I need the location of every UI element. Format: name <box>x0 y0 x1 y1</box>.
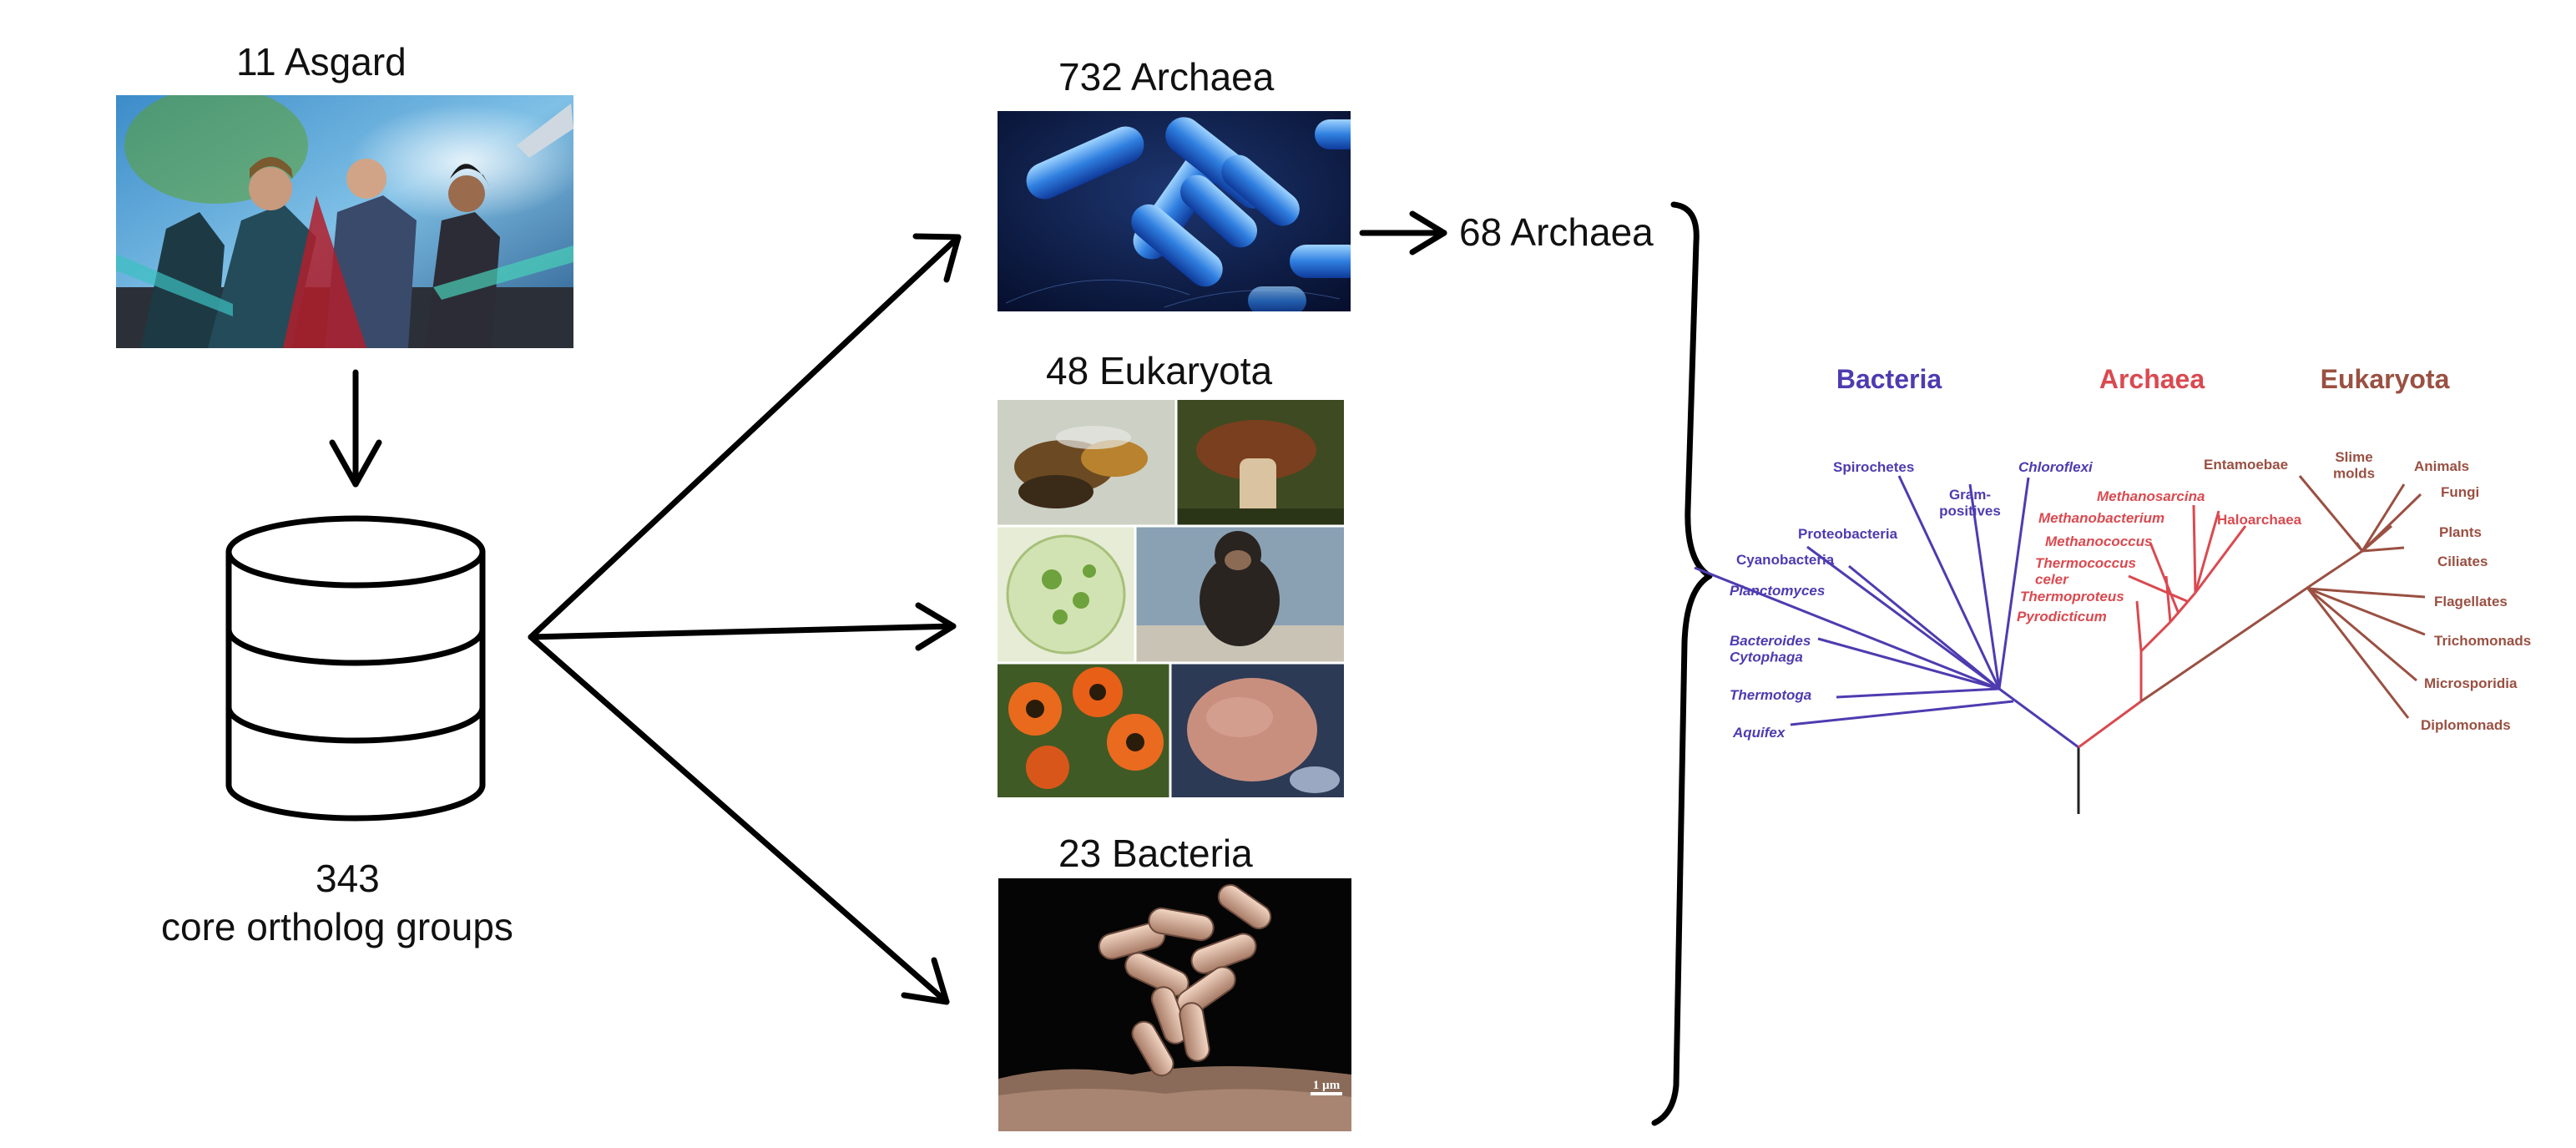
archaea-domain-label: Archaea <box>2099 364 2205 394</box>
tree-branch <box>2361 524 2392 553</box>
microsporidia-label: Microsporidia <box>2424 675 2518 691</box>
eukaryota-collage-image <box>998 400 1344 797</box>
tree-branch <box>2139 620 2172 653</box>
tree-branch <box>2135 600 2143 652</box>
tree-branch <box>1694 566 2000 690</box>
tree-branch <box>2355 542 2364 552</box>
tree-branch <box>2149 542 2180 614</box>
bacteria-label: 23 Bacteria <box>1058 832 1253 875</box>
database-icon <box>225 515 486 822</box>
bacteria-branch <box>1998 687 2079 749</box>
tree-branch <box>2311 549 2363 586</box>
aquifex-label: Aquifex <box>1732 725 1786 741</box>
tree-branch <box>2128 574 2188 603</box>
tree-branch <box>1998 477 2030 690</box>
tree-branch <box>2192 504 2197 594</box>
animals-label: Animals <box>2414 458 2469 474</box>
methanobacterium-label: Methanobacterium <box>2038 510 2164 526</box>
arrow-to-eukaryota <box>528 602 957 651</box>
plants-label: Plants <box>2439 524 2482 540</box>
eukaryota-branch <box>2140 583 2313 703</box>
selected-archaea-label: 68 Archaea <box>1459 210 1654 254</box>
eukaryota-domain-label: Eukaryota <box>2321 364 2450 394</box>
asgard-label: 11 Asgard <box>236 40 407 83</box>
arrow-to-archaea <box>528 233 962 640</box>
spirochetes-label: Spirochetes <box>1833 459 1914 475</box>
tree-branch <box>2307 587 2417 682</box>
down-arrow <box>329 369 382 488</box>
entamoebae-label: Entamoebae <box>2204 457 2288 473</box>
ciliates-label: Ciliates <box>2437 554 2488 569</box>
tree-branch <box>1806 545 2000 690</box>
core-count-label: 343 <box>316 857 380 900</box>
eukaryota-label: 48 Eukaryota <box>1046 349 1273 392</box>
pyrodicticum-label: Pyrodicticum <box>2017 609 2107 625</box>
methanococcus-label: Methanococcus <box>2045 534 2152 549</box>
tree-branch <box>1836 687 2000 699</box>
planctomyces-label: Planctomyces <box>1730 583 1825 599</box>
haloarchaea-label: Haloarchaea <box>2217 512 2302 528</box>
arrow-to-selected-archaea <box>1359 210 1447 255</box>
tree-branch <box>2361 546 2405 553</box>
fungi-label: Fungi <box>2441 484 2479 500</box>
tree-branch <box>2361 483 2406 552</box>
tree-branch <box>1897 475 2001 690</box>
tree-branch <box>2194 525 2247 594</box>
trichomonads-label: Trichomonads <box>2434 633 2531 649</box>
tree-branch <box>2169 592 2197 623</box>
asgard-poster-image <box>116 95 573 348</box>
archaea-cells-image <box>998 111 1351 311</box>
tree-branch <box>2307 587 2426 599</box>
diplomonads-label: Diplomonads <box>2421 717 2511 733</box>
cyanobacteria-label: Cyanobacteria <box>1736 552 1835 568</box>
gram-positives-label: Gram-positives <box>1939 487 2001 519</box>
tree-branch <box>1790 700 2014 726</box>
tree-branch <box>2306 588 2410 719</box>
tree-branch <box>1848 564 2000 690</box>
tree-branch <box>2194 510 2220 594</box>
scale-bar-label: 1 µm <box>1313 1079 1341 1092</box>
tree-branch <box>2298 475 2364 552</box>
arrow-to-bacteria <box>528 634 950 1005</box>
methanosarcina-label: Methanosarcina <box>2097 488 2205 504</box>
tree-branch <box>2307 587 2426 636</box>
thermoproteus-label: Thermoproteus <box>2020 589 2124 604</box>
tree-branch <box>1968 483 2001 690</box>
bacteria-domain-label: Bacteria <box>1836 364 1942 394</box>
curly-brace <box>1651 201 1713 1126</box>
thermotoga-label: Thermotoga <box>1730 687 1811 703</box>
phylogenetic-tree: Bacteria Archaea EukaryotaSpirochetesGram-… <box>1694 364 2531 814</box>
archaea-label: 732 Archaea <box>1058 55 1275 99</box>
bacteria-micrograph-image: 1 µm <box>998 878 1351 1131</box>
chloroflexi-label: Chloroflexi <box>2018 459 2094 475</box>
archaea-branch <box>2078 700 2142 749</box>
core-groups-label: core ortholog groups <box>161 905 513 948</box>
tree-branch <box>1817 637 2000 690</box>
flagellates-label: Flagellates <box>2434 594 2508 609</box>
proteobacteria-label: Proteobacteria <box>1798 526 1898 542</box>
